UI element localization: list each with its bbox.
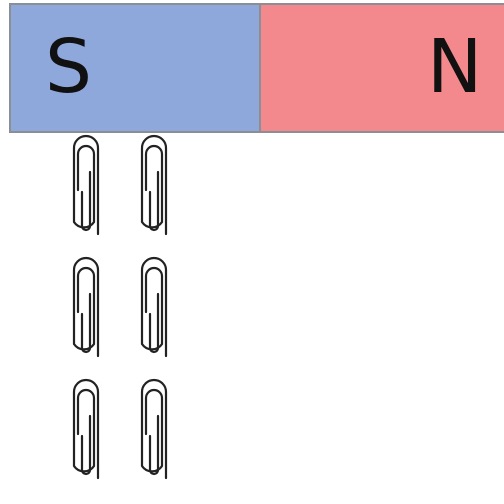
- right-chain: [140, 134, 168, 480]
- north-pole: N: [260, 3, 504, 133]
- paperclip-icon: [72, 378, 100, 480]
- paperclip-icon: [140, 378, 168, 480]
- paperclip-icon: [72, 256, 100, 358]
- paperclip-icon: [140, 134, 168, 236]
- paperclip-icon: [72, 134, 100, 236]
- north-pole-label: N: [427, 24, 483, 110]
- left-chain: [72, 134, 100, 480]
- bar-magnet: S N: [9, 3, 504, 133]
- south-pole-label: S: [45, 24, 92, 110]
- paperclip-icon: [140, 256, 168, 358]
- south-pole: S: [9, 3, 260, 133]
